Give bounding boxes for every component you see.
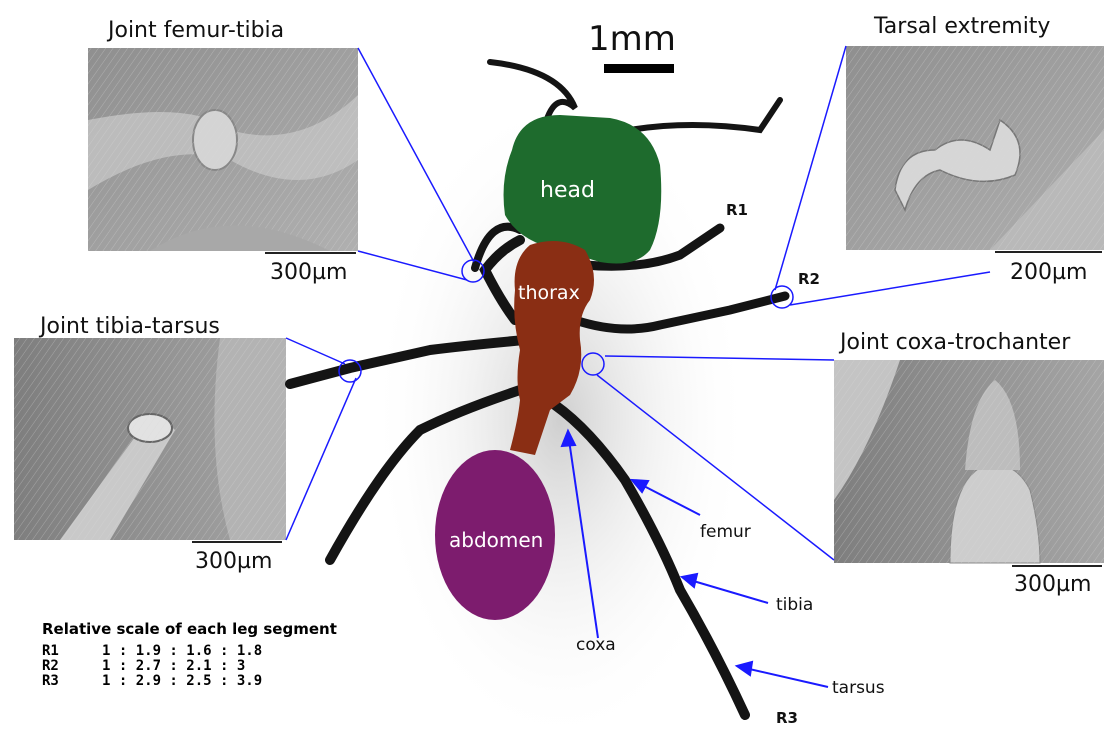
row-leg: R1	[42, 644, 102, 659]
panel-title-femur-tibia: Joint femur-tibia	[108, 20, 284, 42]
head-label: head	[540, 180, 595, 202]
scale-bar-1mm	[604, 64, 674, 73]
panel-title-coxa-trochanter: Joint coxa-trochanter	[840, 332, 1070, 354]
panel-scale-femur-tibia: 300µm	[270, 262, 347, 284]
row-ratio: 1 : 1.9 : 1.6 : 1.8	[102, 643, 262, 659]
panel-femur-tibia-image	[88, 48, 358, 251]
tibia-label: tibia	[776, 597, 813, 614]
leg-label-r2: R2	[798, 272, 820, 287]
row-leg: R2	[42, 659, 102, 674]
coxa-label: coxa	[576, 637, 616, 654]
scale-bar-label: 1mm	[588, 22, 676, 56]
femur-label: femur	[700, 524, 751, 541]
thorax-label: thorax	[518, 284, 580, 303]
panel-title-tarsal-extremity: Tarsal extremity	[874, 16, 1050, 38]
panel-scale-coxa-trochanter: 300µm	[1014, 574, 1091, 596]
tarsus-label: tarsus	[832, 680, 885, 697]
row-leg: R3	[42, 674, 102, 689]
row-ratio: 1 : 2.7 : 2.1 : 3	[102, 658, 245, 674]
abdomen-label: abdomen	[449, 530, 543, 550]
panel-scale-tarsal-extremity: 200µm	[1010, 262, 1087, 284]
panel-title-tibia-tarsus: Joint tibia-tarsus	[40, 316, 220, 338]
panel-tibia-tarsus-image	[14, 338, 286, 540]
panel-coxa-trochanter-image	[834, 360, 1104, 563]
leg-label-r3: R3	[776, 711, 798, 726]
panel-tarsal-extremity-image	[846, 46, 1104, 250]
row-ratio: 1 : 2.9 : 2.5 : 3.9	[102, 673, 262, 689]
panel-scale-tibia-tarsus: 300µm	[195, 551, 272, 573]
leg-label-r1: R1	[726, 203, 748, 218]
relative-scale-title: Relative scale of each leg segment	[42, 620, 337, 638]
